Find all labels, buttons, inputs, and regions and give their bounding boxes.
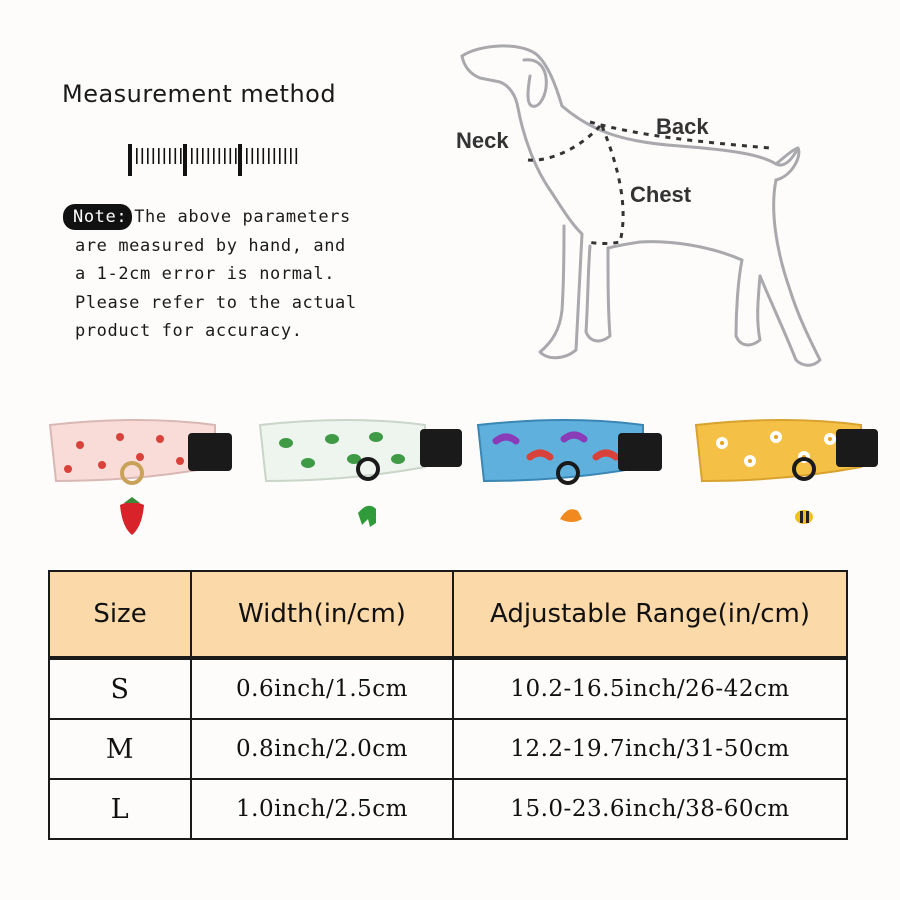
table-row: S 0.6inch/1.5cm 10.2-16.5inch/26-42cm xyxy=(48,657,848,720)
dinosaur-icon xyxy=(560,509,582,522)
note-line-2: are measured by hand, and xyxy=(75,235,346,256)
size-cell: S xyxy=(48,657,192,720)
collar-daisy-bee xyxy=(694,419,878,524)
width-cell: 1.0inch/2.5cm xyxy=(190,778,454,840)
chest-label: Chest xyxy=(630,182,692,207)
back-label: Back xyxy=(656,114,709,139)
collar-worm xyxy=(476,419,662,522)
size-cell: M xyxy=(48,718,192,780)
range-cell: 12.2-19.7inch/31-50cm xyxy=(452,718,848,780)
collars-row xyxy=(48,419,878,535)
note-block: Note:The above parameters are measured b… xyxy=(63,203,393,346)
note-line-5: product for accuracy. xyxy=(75,321,303,342)
collar-dinosaur xyxy=(258,419,462,527)
table-row: L 1.0inch/2.5cm 15.0-23.6inch/38-60cm xyxy=(48,778,848,840)
neck-measure-line xyxy=(527,124,602,162)
dog-outline-diagram: Neck Back Chest xyxy=(456,44,822,367)
measurement-title: Measurement method xyxy=(62,80,337,108)
width-cell: 0.8inch/2.0cm xyxy=(190,718,454,780)
note-line-4: Please refer to the actual xyxy=(75,292,357,313)
neck-label: Neck xyxy=(456,128,509,153)
ruler-icon xyxy=(128,144,298,176)
width-cell: 0.6inch/1.5cm xyxy=(190,657,454,720)
header-size: Size xyxy=(48,570,192,660)
collar-strawberry xyxy=(48,419,232,535)
range-cell: 15.0-23.6inch/38-60cm xyxy=(452,778,848,840)
strawberry-icon xyxy=(120,502,144,535)
note-line-1: Note:The above parameters xyxy=(63,203,393,232)
chest-measure-line xyxy=(587,125,625,245)
range-cell: 10.2-16.5inch/26-42cm xyxy=(452,657,848,720)
header-width: Width(in/cm) xyxy=(190,570,454,660)
size-table: Size Width(in/cm) Adjustable Range(in/cm… xyxy=(48,570,848,840)
size-cell: L xyxy=(48,778,192,840)
note-badge: Note: xyxy=(63,204,133,230)
dinosaur-icon xyxy=(358,505,376,527)
bee-icon xyxy=(794,504,814,524)
table-row: M 0.8inch/2.0cm 12.2-19.7inch/31-50cm xyxy=(48,718,848,780)
note-line-3: a 1-2cm error is normal. xyxy=(75,264,336,285)
table-header-row: Size Width(in/cm) Adjustable Range(in/cm… xyxy=(48,570,848,660)
back-measure-line xyxy=(589,120,771,150)
header-range: Adjustable Range(in/cm) xyxy=(452,570,848,660)
